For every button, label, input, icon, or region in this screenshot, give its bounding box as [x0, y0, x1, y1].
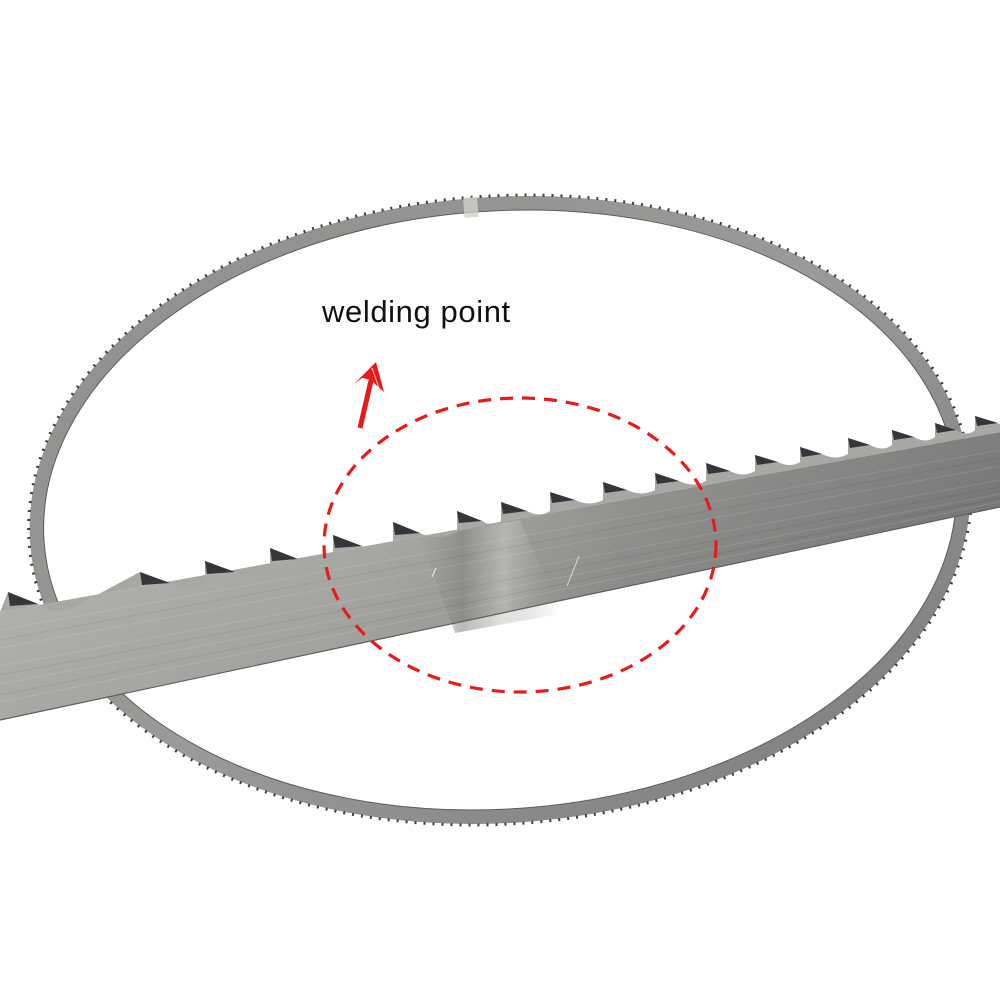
weld-highlight-circle: [322, 396, 718, 694]
arrow-up-icon: [354, 362, 384, 429]
blade-band: [0, 416, 1000, 721]
blade-teeth: [0, 416, 1000, 612]
welding-point-label: welding point: [322, 294, 511, 329]
